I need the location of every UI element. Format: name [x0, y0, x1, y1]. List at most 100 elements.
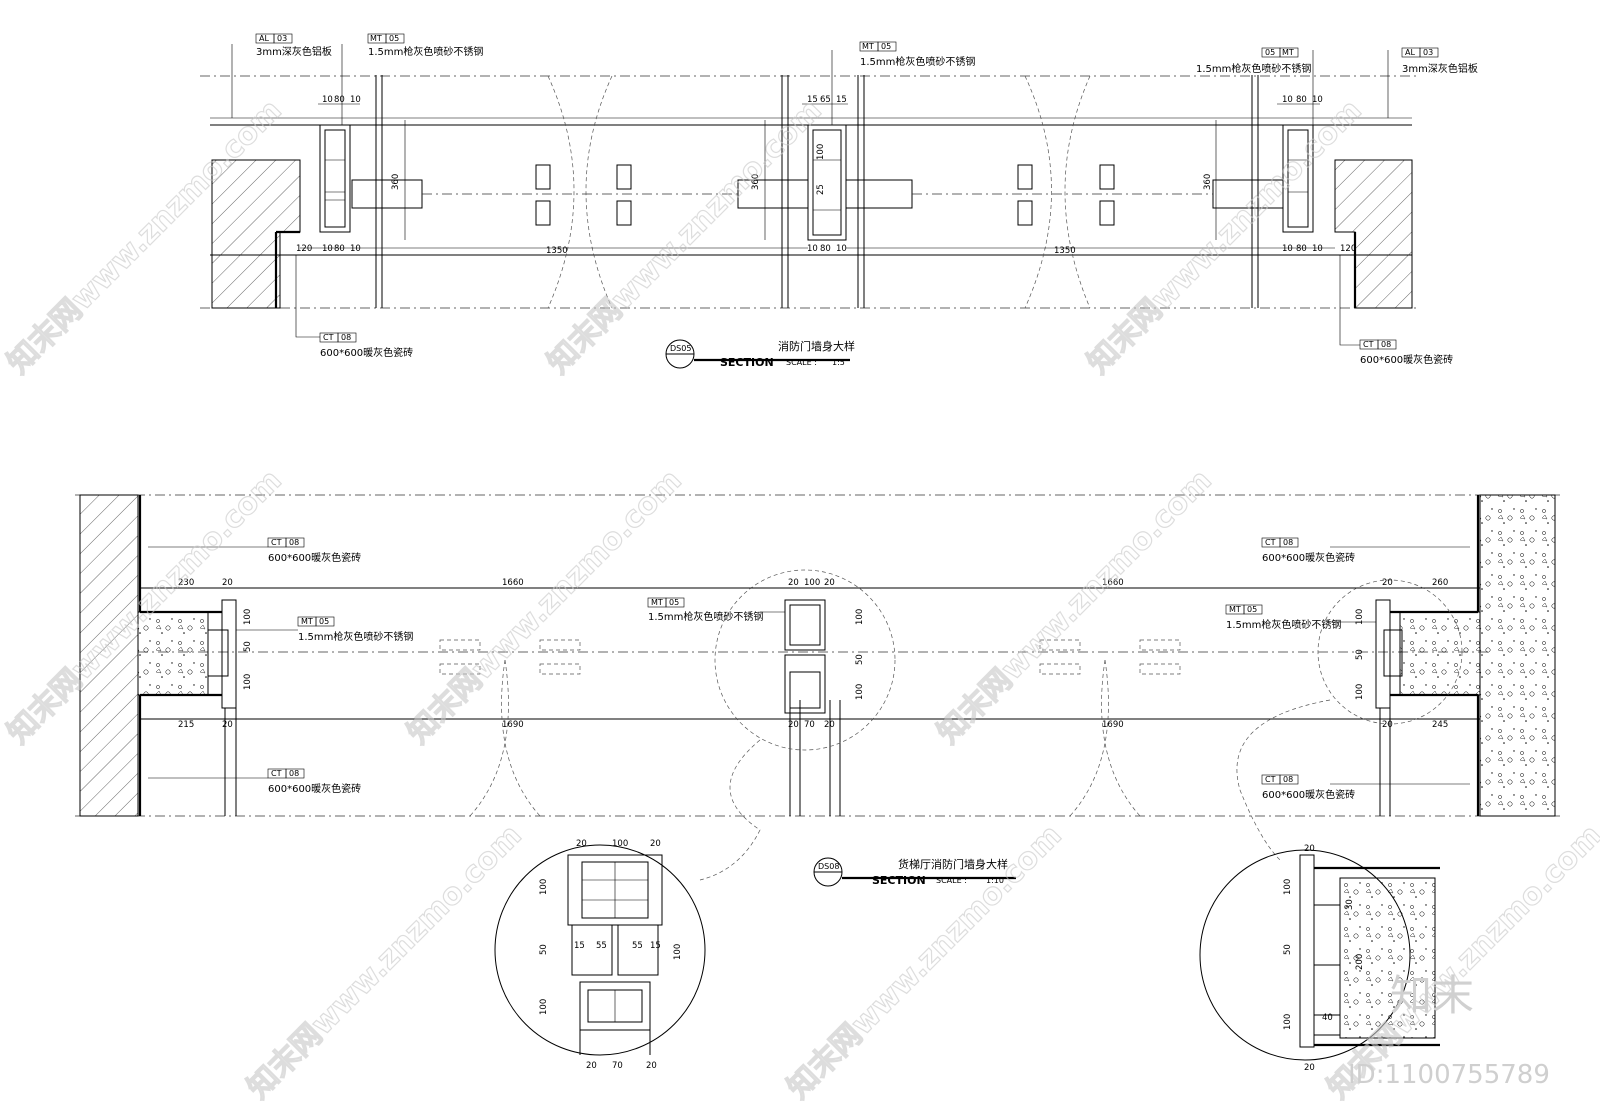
dim-80: 80: [1296, 244, 1307, 254]
dim-70: 70: [804, 720, 815, 730]
svg-text:3mm深灰色铝板: 3mm深灰色铝板: [1402, 62, 1478, 75]
svg-text:08: 08: [1381, 340, 1391, 349]
dim-100: 100: [243, 609, 253, 625]
dim-20: 20: [222, 578, 233, 588]
dim-100: 100: [1283, 879, 1293, 895]
dim-360: 360: [751, 174, 761, 190]
svg-text:1.5mm枪灰色喷砂不锈钢: 1.5mm枪灰色喷砂不锈钢: [648, 610, 763, 623]
svg-text:08: 08: [341, 333, 351, 342]
svg-text:1.5mm枪灰色喷砂不锈钢: 1.5mm枪灰色喷砂不锈钢: [1226, 618, 1341, 631]
svg-text:CT: CT: [1363, 340, 1374, 349]
svg-text:知末网www.znzmo.com: 知末网www.znzmo.com: [931, 463, 1219, 751]
dim-70: 70: [612, 1061, 623, 1071]
svg-text:600*600暖灰色瓷砖: 600*600暖灰色瓷砖: [1360, 353, 1453, 366]
dim-100: 100: [804, 578, 820, 588]
dim-65: 65: [820, 95, 831, 105]
svg-text:600*600暖灰色瓷砖: 600*600暖灰色瓷砖: [1262, 788, 1355, 801]
dim-10: 10: [836, 244, 847, 254]
dim-20: 20: [788, 578, 799, 588]
svg-text:03: 03: [1423, 48, 1433, 57]
dim-100: 100: [539, 999, 549, 1015]
svg-text:08: 08: [289, 538, 299, 547]
dim-80: 80: [334, 244, 345, 254]
right-wall-b: [1479, 494, 1556, 817]
svg-text:DS08: DS08: [818, 862, 839, 871]
svg-text:SCALE :: SCALE :: [786, 358, 817, 367]
svg-text:600*600暖灰色瓷砖: 600*600暖灰色瓷砖: [268, 782, 361, 795]
dim-15: 15: [574, 941, 585, 951]
dim-50: 50: [539, 944, 549, 955]
dim-20: 20: [646, 1061, 657, 1071]
dim-1660: 1660: [502, 578, 524, 588]
svg-text:MT: MT: [370, 34, 382, 43]
svg-text:600*600暖灰色瓷砖: 600*600暖灰色瓷砖: [320, 346, 413, 359]
svg-text:知末网www.znzmo.com: 知末网www.znzmo.com: [1, 463, 289, 751]
callout-ct-bl: CT 08 600*600暖灰色瓷砖: [148, 768, 361, 795]
dim-40: 40: [1322, 1013, 1333, 1023]
svg-text:CT: CT: [1265, 538, 1276, 547]
dim-20: 20: [650, 839, 661, 849]
title-ds08: DS08 货梯厅消防门墙身大样 SECTION SCALE : 1:10: [813, 857, 1016, 887]
svg-text:03: 03: [277, 34, 287, 43]
dim-1690: 1690: [1102, 720, 1124, 730]
svg-text:08: 08: [1283, 775, 1293, 784]
svg-text:知末网www.znzmo.com: 知末网www.znzmo.com: [541, 93, 829, 381]
detail-circle-center: 20 100 20 55 55 15 15 20 70 20 100 50 10…: [494, 839, 706, 1071]
section-ds08: 230 20 1660 1660 20 260 20 100 20 215 20…: [75, 494, 1560, 1073]
svg-text:08: 08: [289, 769, 299, 778]
dim-25: 25: [816, 184, 826, 195]
callout-mt-r: MT 05 1.5mm枪灰色喷砂不锈钢: [1225, 604, 1376, 631]
dim-10: 10: [807, 244, 818, 254]
dim-1690: 1690: [502, 720, 524, 730]
svg-text:05: 05: [669, 598, 679, 607]
svg-text:知末网www.znzmo.com: 知末网www.znzmo.com: [1081, 93, 1369, 381]
dim-10: 10: [322, 244, 333, 254]
left-wall-b: [79, 494, 139, 817]
svg-text:1.5mm枪灰色喷砂不锈钢: 1.5mm枪灰色喷砂不锈钢: [860, 55, 975, 68]
svg-text:DS05: DS05: [670, 344, 691, 353]
svg-text:MT: MT: [862, 42, 874, 51]
dim-15: 15: [650, 941, 661, 951]
dim-80: 80: [1296, 95, 1307, 105]
dim-55: 55: [596, 941, 607, 951]
callout-ct-br: CT 08 600*600暖灰色瓷砖: [1261, 774, 1470, 801]
svg-text:1.5mm枪灰色喷砂不锈钢: 1.5mm枪灰色喷砂不锈钢: [368, 45, 483, 58]
dim-360: 360: [391, 174, 401, 190]
dim-100: 100: [539, 879, 549, 895]
title-ds05: DS05 消防门墙身大样 SECTION SCALE : 1:5: [665, 339, 855, 369]
dim-20: 20: [824, 720, 835, 730]
svg-text:AL: AL: [1405, 48, 1415, 57]
callout-ct-left: CT 08 600*600暖灰色瓷砖: [295, 255, 413, 359]
dim-50: 50: [855, 654, 865, 665]
callout-mt-c: MT 05 1.5mm枪灰色喷砂不锈钢: [647, 597, 785, 623]
dim-50: 50: [1283, 944, 1293, 955]
svg-text:CT: CT: [323, 333, 334, 342]
dim-100: 100: [816, 144, 826, 160]
dim-20: 20: [824, 578, 835, 588]
dim-15: 15: [807, 95, 818, 105]
dim-20: 20: [1304, 1063, 1315, 1073]
svg-text:600*600暖灰色瓷砖: 600*600暖灰色瓷砖: [268, 551, 361, 564]
dim-15: 15: [836, 95, 847, 105]
svg-text:SCALE :: SCALE :: [936, 876, 967, 885]
dim-10: 10: [350, 244, 361, 254]
dim-80: 80: [820, 244, 831, 254]
dim-20: 20: [1304, 844, 1315, 854]
svg-text:知末网www.znzmo.com: 知末网www.znzmo.com: [401, 463, 689, 751]
callout-mt-left: MT 05 1.5mm枪灰色喷砂不锈钢: [341, 33, 483, 125]
svg-text:SECTION: SECTION: [720, 356, 774, 369]
dim-55: 55: [632, 941, 643, 951]
dim-30: 30: [1345, 899, 1355, 910]
callout-ct-right: CT 08 600*600暖灰色瓷砖: [1339, 255, 1453, 366]
dim-20: 20: [1382, 578, 1393, 588]
dim-80: 80: [334, 95, 345, 105]
callout-al-left: AL 03 3mm深灰色铝板: [231, 33, 332, 118]
svg-text:CT: CT: [271, 538, 282, 547]
dim-120: 120: [1340, 244, 1356, 254]
dim-360: 360: [1203, 174, 1213, 190]
svg-text:知末网www.znzmo.com: 知末网www.znzmo.com: [241, 818, 529, 1105]
left-wall: [211, 159, 301, 309]
dim-10: 10: [1282, 244, 1293, 254]
svg-text:SECTION: SECTION: [872, 874, 926, 887]
